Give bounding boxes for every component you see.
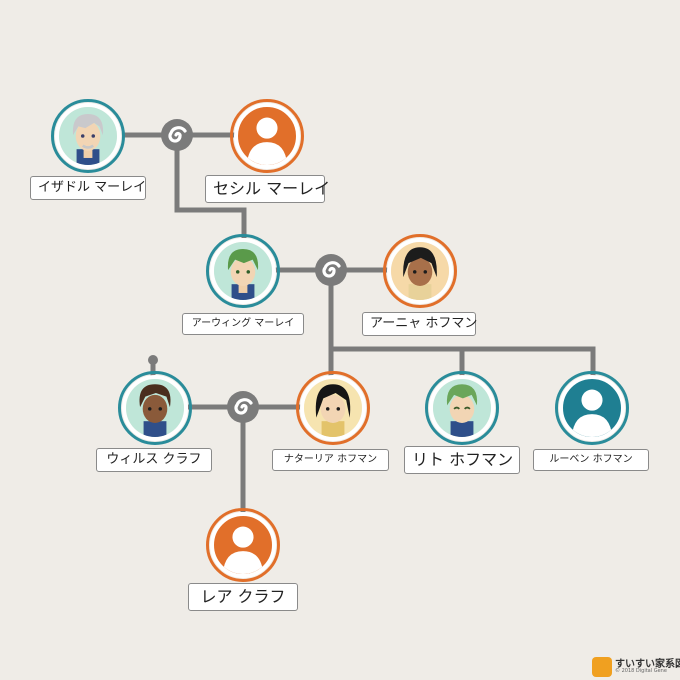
silhouette-avatar	[559, 375, 625, 441]
marriage-icon[interactable]	[227, 391, 259, 423]
dark-hair-avatar	[387, 238, 453, 304]
black-hair-avatar	[300, 375, 366, 441]
app-logo-icon	[592, 657, 612, 677]
person-label-irwing[interactable]: アーウィング マーレイ	[182, 313, 304, 335]
silver-hair-avatar	[55, 103, 121, 169]
green-hair-avatar	[210, 238, 276, 304]
sibling-bar	[331, 346, 596, 378]
person-label-anya[interactable]: アーニャ ホフマン	[362, 312, 477, 336]
brown-hair-avatar	[122, 375, 188, 441]
person-label-rito[interactable]: リト ホフマン	[404, 446, 520, 474]
person-label-cecil[interactable]: セシル マーレイ	[205, 175, 330, 203]
silhouette-avatar	[210, 512, 276, 578]
person-label-ruben[interactable]: ルーベン ホフマン	[533, 449, 649, 471]
app-logo-text: すいすい家系図	[615, 659, 680, 670]
person-label-wilus[interactable]: ウィルス クラフ	[96, 448, 212, 472]
person-label-natalia[interactable]: ナターリア ホフマン	[272, 449, 389, 471]
marriage-icon[interactable]	[161, 119, 193, 151]
child-line-irwing	[174, 135, 247, 238]
marriage-icon[interactable]	[315, 254, 347, 286]
app-logo: すいすい家系図 © 2018 Digital Gene	[592, 655, 680, 679]
app-logo-copyright: © 2018 Digital Gene	[615, 668, 667, 674]
silhouette-avatar	[234, 103, 300, 169]
parent-stub-dot[interactable]	[148, 355, 158, 365]
person-label-rea[interactable]: レア クラフ	[188, 583, 298, 611]
person-label-izadoru[interactable]: イザドル マーレイ	[30, 176, 146, 200]
green-hair-smile-avatar	[429, 375, 495, 441]
